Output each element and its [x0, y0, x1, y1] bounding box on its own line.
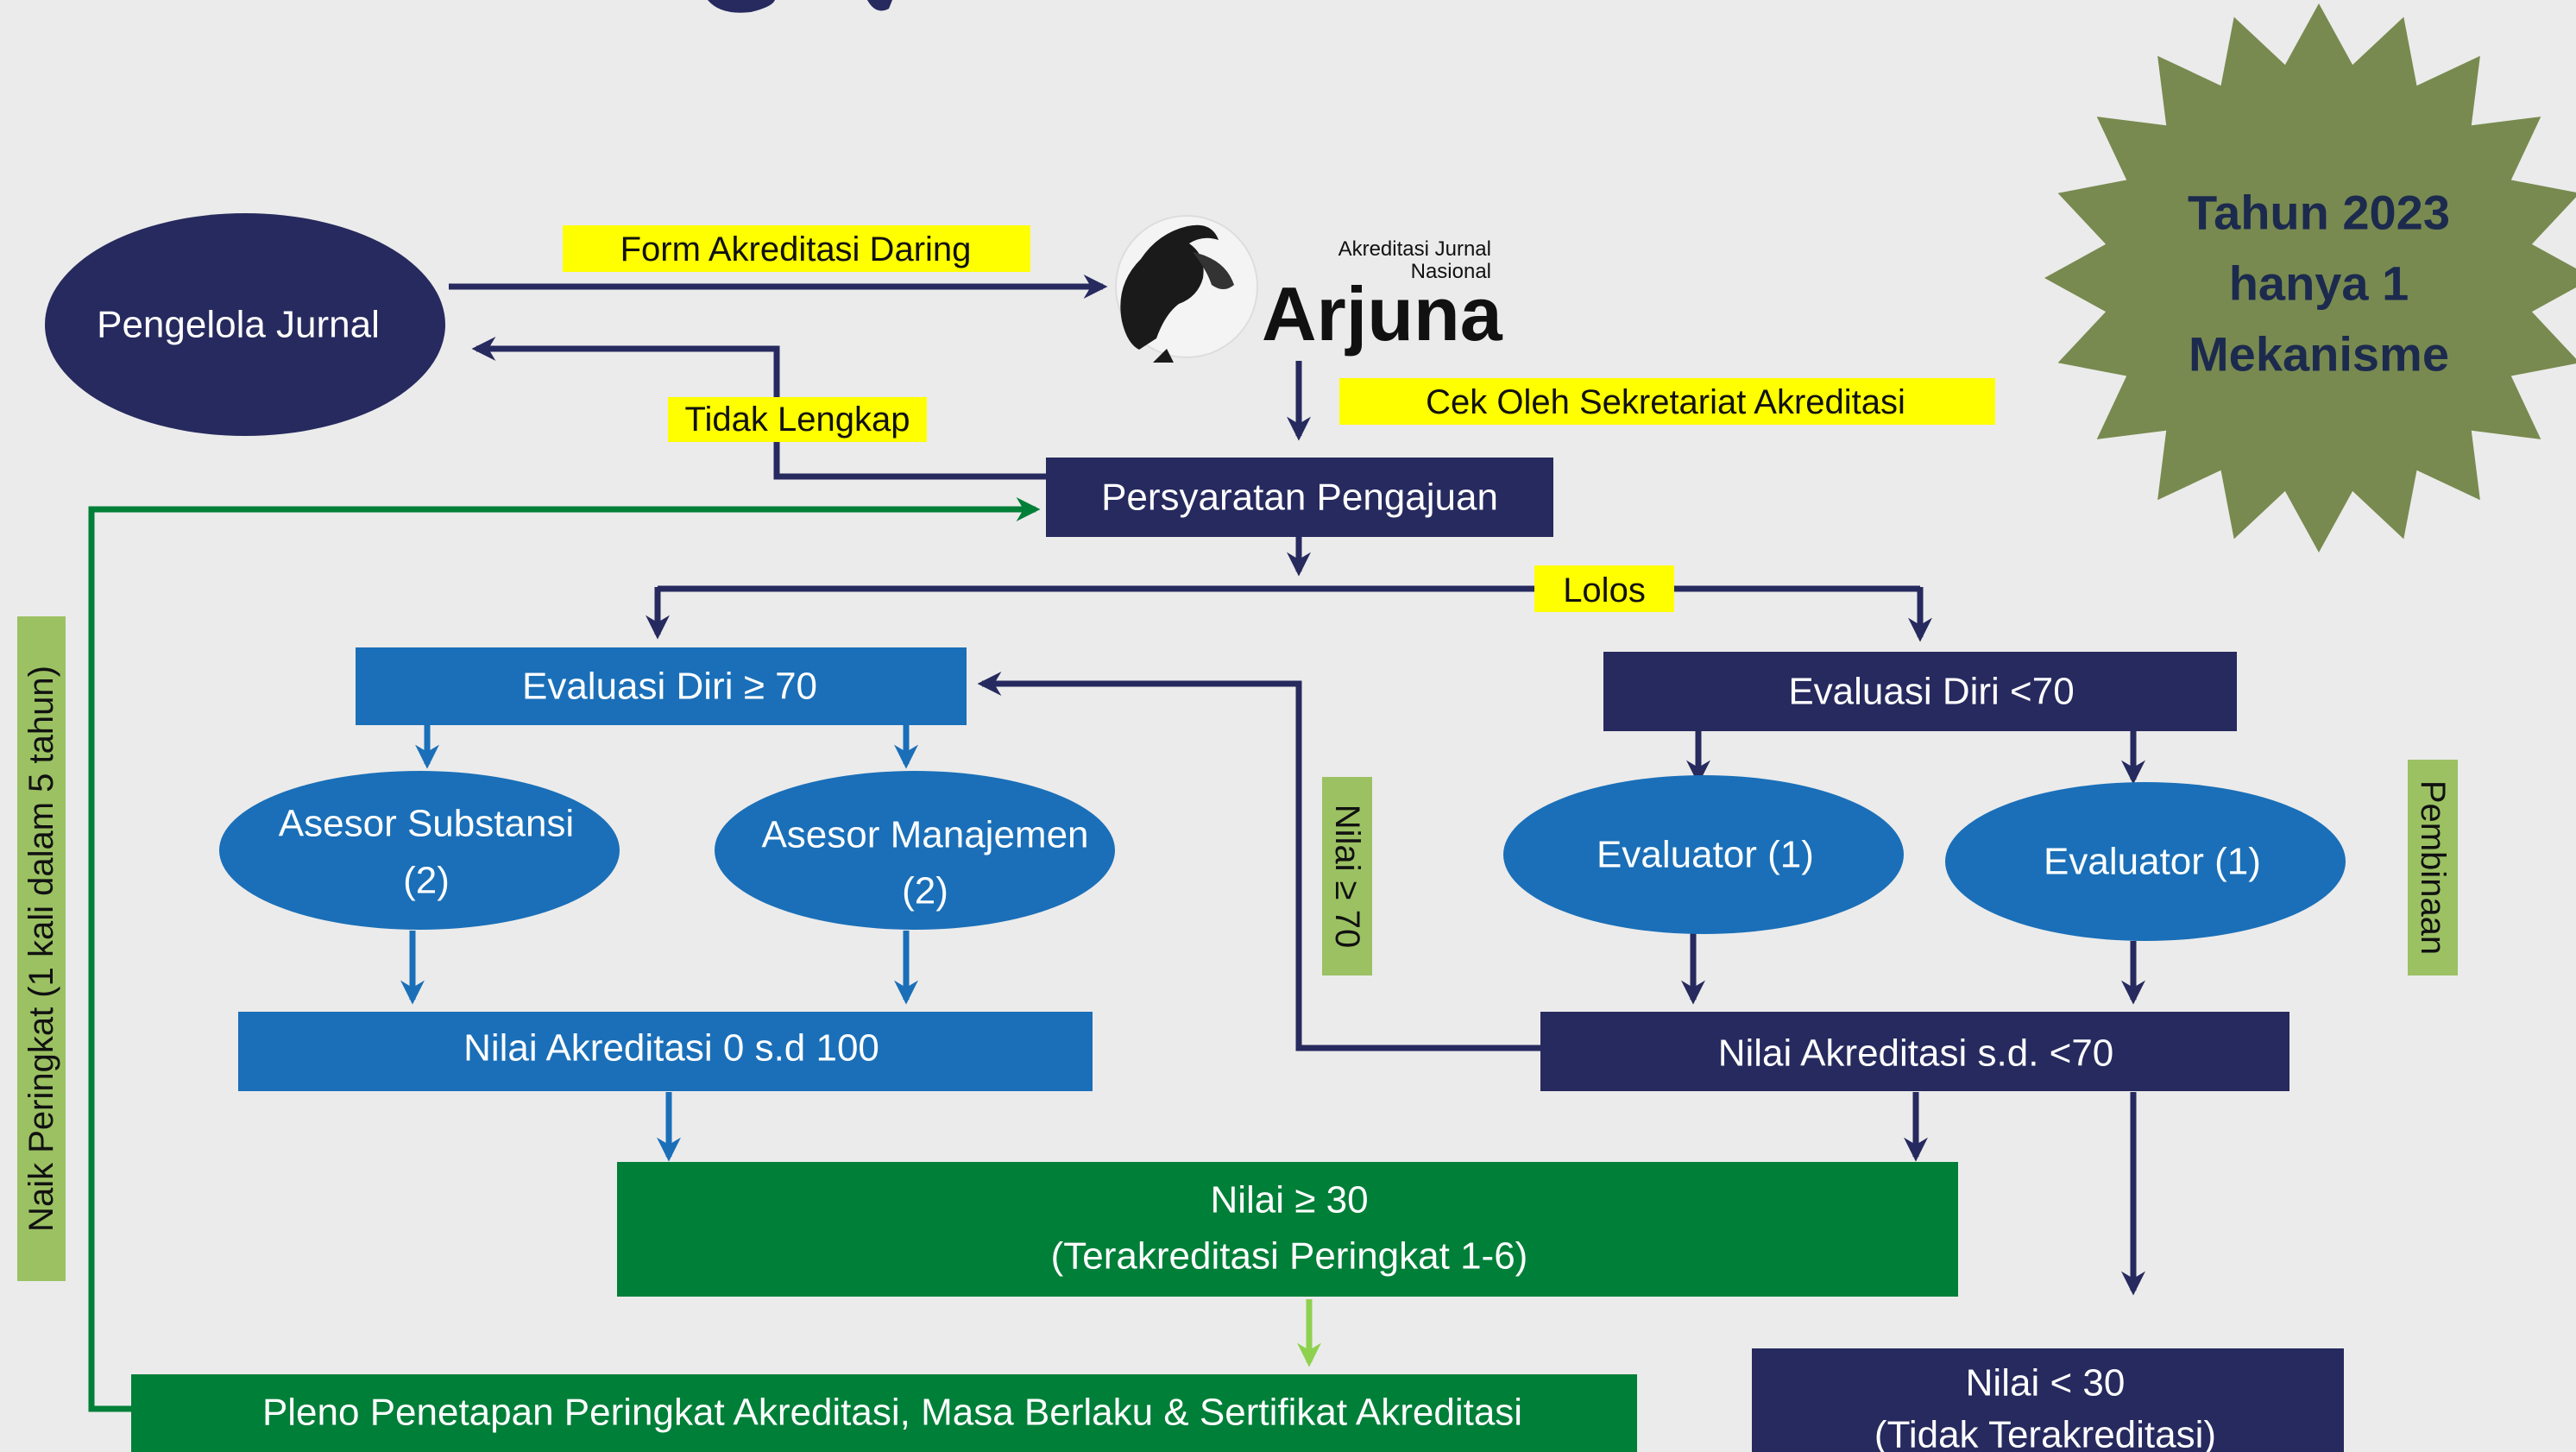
svg-text:Form Akreditasi Daring: Form Akreditasi Daring — [620, 230, 972, 268]
arjuna-tagline-2: Nasional — [1411, 260, 1491, 283]
pleno-node: Pleno Penetapan Peringkat Akreditasi, Ma… — [131, 1374, 1637, 1452]
svg-text:Lolos: Lolos — [1563, 571, 1646, 609]
evaluator-2-label: Evaluator (1) — [2044, 841, 2261, 883]
tahun-2023-badge: Tahun 2023 hanya 1 Mekanisme — [2044, 3, 2576, 552]
evaluasi-diri-ge70-node: Evaluasi Diri ≥ 70 — [356, 647, 967, 725]
badge-line-1: Tahun 2023 — [2188, 186, 2450, 240]
asesor-manajemen-label: Asesor Manajemen — [761, 814, 1088, 856]
cut-off-heading — [708, 0, 892, 13]
arrow-naik-peringkat-loop — [88, 497, 1041, 1412]
nilai-ge30-subtitle: (Terakreditasi Peringkat 1-6) — [1051, 1235, 1528, 1278]
tidak-lengkap-label: Tidak Lengkap — [668, 397, 927, 442]
evaluasi-diri-lt70-label: Evaluasi Diri <70 — [1788, 671, 2074, 713]
evaluasi-diri-lt70-node: Evaluasi Diri <70 — [1603, 652, 2237, 731]
nilai-akreditasi-0-100-label: Nilai Akreditasi 0 s.d 100 — [463, 1027, 879, 1070]
nilai-akreditasi-0-100-node: Nilai Akreditasi 0 s.d 100 — [238, 1012, 1093, 1091]
badge-line-3: Mekanisme — [2189, 327, 2449, 382]
lolos-label: Lolos — [1534, 565, 1674, 612]
arjuna-tagline-1: Akreditasi Jurnal — [1338, 237, 1491, 261]
badge-line-2: hanya 1 — [2229, 256, 2409, 311]
asesor-substansi-node: Asesor Substansi (2) — [219, 771, 620, 930]
svg-text:Nilai ≥ 70: Nilai ≥ 70 — [1328, 805, 1366, 948]
asesor-manajemen-node: Asesor Manajemen (2) — [715, 771, 1115, 930]
asesor-substansi-label: Asesor Substansi — [279, 803, 574, 845]
nilai-lt30-subtitle: (Tidak Terakreditasi) — [1874, 1414, 2216, 1452]
nilai-ge30-node: Nilai ≥ 30 (Terakreditasi Peringkat 1-6) — [617, 1162, 1958, 1297]
arjuna-logo: Akreditasi Jurnal Nasional Arjuna — [1115, 215, 1503, 363]
persyaratan-pengajuan-label: Persyaratan Pengajuan — [1101, 477, 1498, 519]
form-akreditasi-label: Form Akreditasi Daring — [563, 225, 1030, 272]
evaluator-1-label: Evaluator (1) — [1597, 834, 1814, 876]
svg-text:Cek Oleh Sekretariat Akreditas: Cek Oleh Sekretariat Akreditasi — [1426, 383, 1905, 421]
svg-text:Naik Peringkat (1 kali dalam 5: Naik Peringkat (1 kali dalam 5 tahun) — [22, 666, 60, 1232]
nilai-ge70-label: Nilai ≥ 70 — [1322, 777, 1372, 975]
nilai-ge30-label: Nilai ≥ 30 — [1210, 1179, 1368, 1222]
nilai-lt30-label: Nilai < 30 — [1966, 1362, 2126, 1405]
cek-sekretariat-label: Cek Oleh Sekretariat Akreditasi — [1339, 378, 1995, 425]
evaluasi-diri-ge70-label: Evaluasi Diri ≥ 70 — [522, 666, 817, 708]
pleno-label: Pleno Penetapan Peringkat Akreditasi, Ma… — [262, 1392, 1522, 1434]
naik-peringkat-label: Naik Peringkat (1 kali dalam 5 tahun) — [17, 616, 66, 1281]
arjuna-wordmark: Arjuna — [1262, 271, 1503, 357]
evaluator-1-node: Evaluator (1) — [1503, 775, 1904, 934]
pengelola-jurnal-node: Pengelola Jurnal — [45, 213, 445, 436]
svg-text:Tidak Lengkap: Tidak Lengkap — [685, 401, 910, 439]
nilai-akreditasi-lt70-label: Nilai Akreditasi s.d. <70 — [1718, 1032, 2114, 1075]
pembinaan-label: Pembinaan — [2408, 760, 2458, 975]
nilai-akreditasi-lt70-node: Nilai Akreditasi s.d. <70 — [1540, 1012, 2289, 1091]
persyaratan-pengajuan-node: Persyaratan Pengajuan — [1046, 458, 1553, 537]
wayang-figure-icon — [1120, 224, 1219, 363]
asesor-manajemen-count: (2) — [902, 870, 948, 912]
pengelola-jurnal-label: Pengelola Jurnal — [97, 304, 380, 346]
arrow-nilai-ge70-feedback — [977, 672, 1540, 1051]
evaluator-2-node: Evaluator (1) — [1945, 782, 2346, 941]
svg-text:Pembinaan: Pembinaan — [2414, 780, 2452, 955]
asesor-substansi-count: (2) — [403, 860, 450, 902]
nilai-lt30-node: Nilai < 30 (Tidak Terakreditasi) — [1752, 1348, 2344, 1452]
